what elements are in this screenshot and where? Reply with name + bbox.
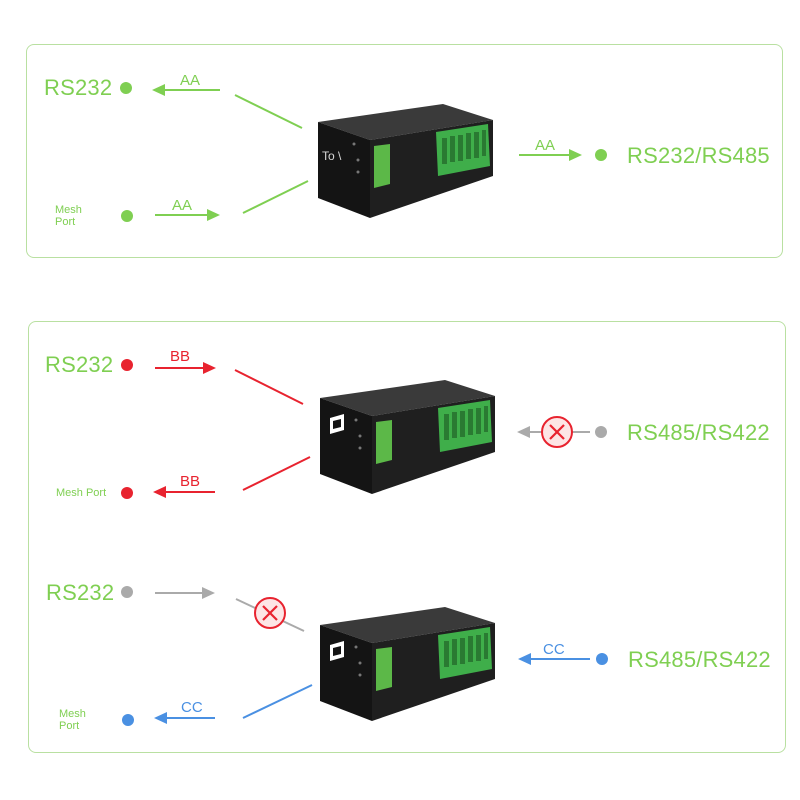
panel1-arrow-to-right bbox=[519, 149, 582, 161]
converter-device-icon bbox=[320, 607, 495, 721]
panel3-right-dot bbox=[596, 653, 608, 665]
panel-mode-1 bbox=[26, 44, 783, 258]
panel1-rs232-dot bbox=[120, 82, 132, 94]
panel2-arrow-to-mesh bbox=[153, 486, 215, 498]
panel2-arrow-from-rs232 bbox=[155, 362, 216, 374]
brand-logo-icon bbox=[330, 641, 344, 661]
panel2-rs232-dot bbox=[121, 359, 133, 371]
converter-device-icon bbox=[320, 380, 495, 494]
panel2-mesh-port-dot bbox=[121, 487, 133, 499]
panel3-right-label: RS485/RS422 bbox=[628, 647, 771, 672]
panel1-mesh-port-label: Mesh Port bbox=[55, 204, 82, 228]
panel2-line-lower bbox=[242, 456, 311, 491]
panel1-arrow-from-mesh bbox=[155, 209, 220, 221]
panel1-right-arrow-label: AA bbox=[535, 137, 555, 154]
panel2-line-upper bbox=[234, 369, 304, 405]
converter-device-icon: To \ bbox=[318, 104, 493, 218]
panel3-bottom-arrow-label: CC bbox=[181, 699, 203, 716]
panel1-right-dot bbox=[595, 149, 607, 161]
panel3-arrow-from-rs232-blocked bbox=[155, 587, 215, 599]
panel3-arrow-from-right bbox=[518, 653, 590, 665]
panel1-device-text: To \ bbox=[322, 149, 342, 163]
panel3-rs232-dot bbox=[121, 586, 133, 598]
panel1-arrow-in-label: AA bbox=[180, 72, 200, 89]
panel1-rs232-label: RS232 bbox=[44, 75, 113, 100]
panel2-connections: BB BB bbox=[153, 348, 590, 498]
panel1-mesh-port-dot bbox=[121, 210, 133, 222]
panel3-connections: CC CC bbox=[154, 587, 590, 724]
panel-mode-2 bbox=[28, 321, 786, 753]
panel1-arrow-to-rs232 bbox=[152, 84, 220, 96]
panel1-line-upper bbox=[234, 94, 303, 129]
panel3-line-lower bbox=[242, 684, 313, 719]
panel2-right-dot bbox=[595, 426, 607, 438]
blocked-x-icon bbox=[254, 597, 286, 629]
blocked-x-icon bbox=[541, 416, 573, 448]
panel1-connections: AA AA AA bbox=[152, 72, 582, 221]
panel3-mesh-port-dot bbox=[122, 714, 134, 726]
brand-logo-icon bbox=[330, 414, 344, 434]
panel1-arrow-out-label: AA bbox=[172, 197, 192, 214]
panel3-mesh-port-label: Mesh Port bbox=[59, 708, 86, 732]
panel2-right-label: RS485/RS422 bbox=[627, 420, 770, 445]
panel1-right-label: RS232/RS485 bbox=[627, 143, 770, 168]
panel1-line-lower bbox=[242, 180, 309, 214]
panel2-arrow-top-label: BB bbox=[170, 348, 190, 365]
panel3-rs232-label: RS232 bbox=[46, 580, 115, 605]
panel3-arrow-to-mesh bbox=[154, 712, 215, 724]
panel2-arrow-bottom-label: BB bbox=[180, 473, 200, 490]
panel2-mesh-port-label: Mesh Port bbox=[56, 487, 107, 499]
panel2-rs232-label: RS232 bbox=[45, 352, 114, 377]
panel3-right-arrow-label: CC bbox=[543, 641, 565, 658]
